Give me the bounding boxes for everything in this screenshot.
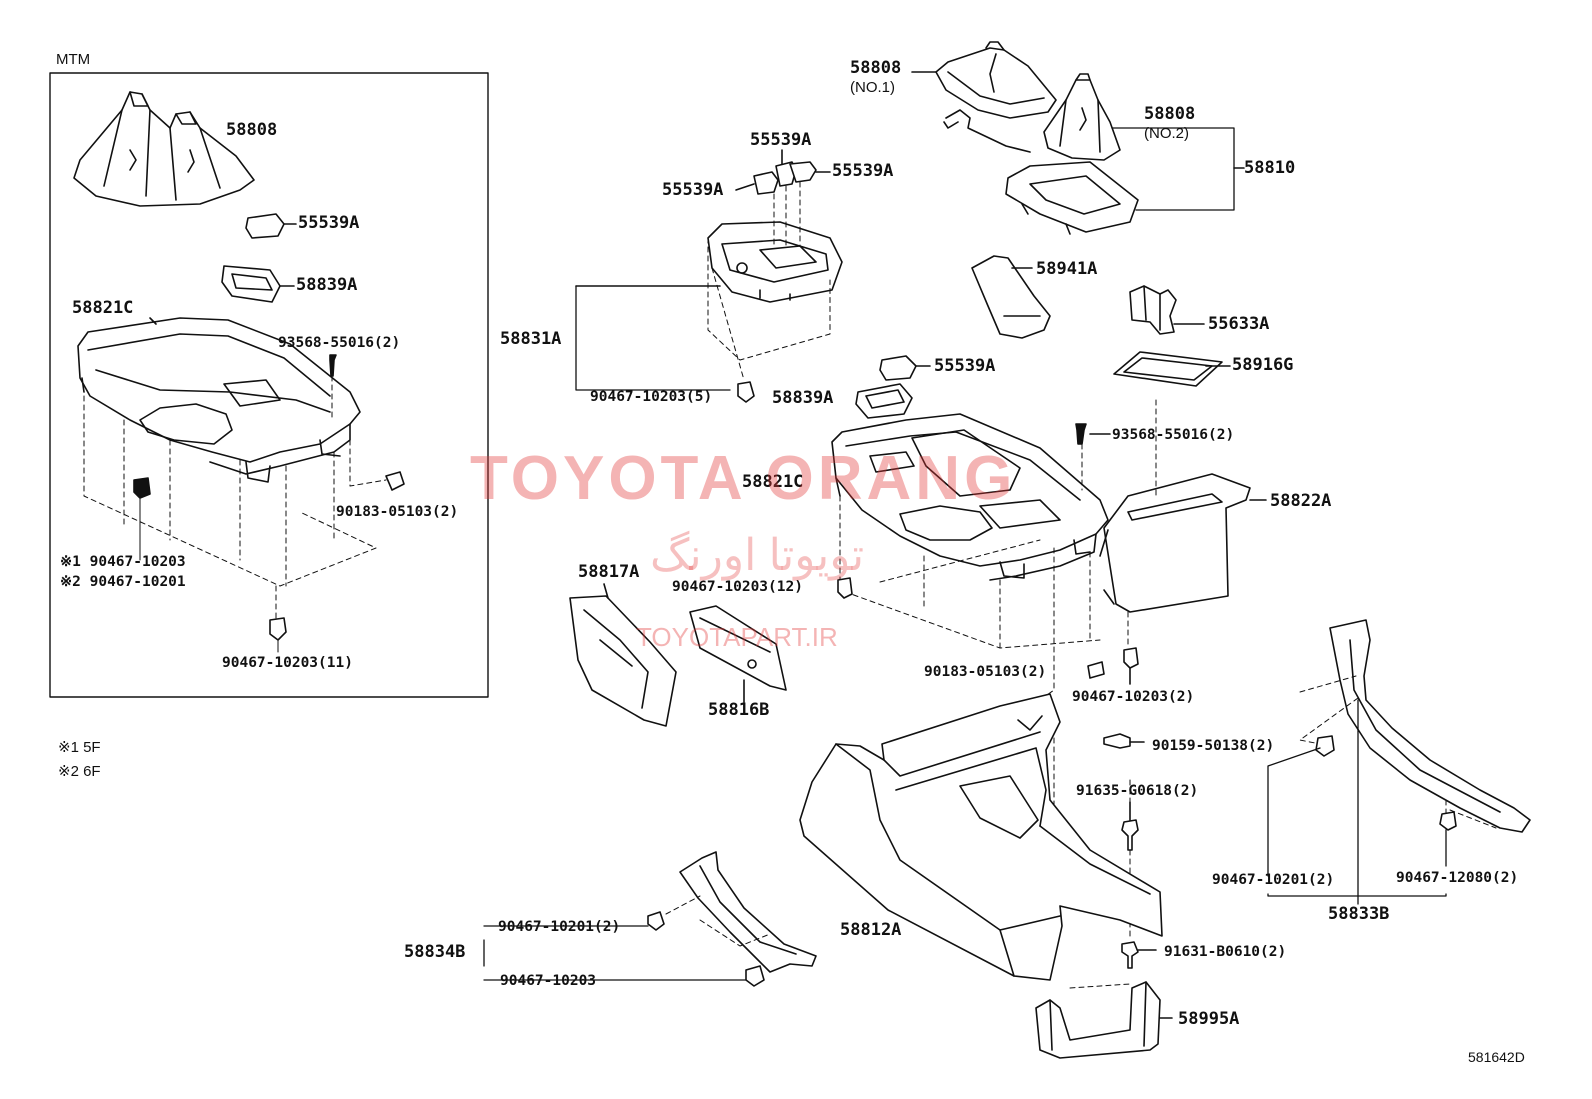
label-58839a-inset: 58839A	[296, 275, 358, 295]
bracket-58995a	[1035, 981, 1161, 1059]
trim-58834b	[679, 851, 817, 973]
switch-panel-58831a	[707, 221, 843, 303]
inset-screw-93568	[329, 354, 337, 377]
note-6f: ※2 6F	[58, 763, 101, 780]
panel-58817a	[569, 595, 677, 727]
box-58822a	[1099, 473, 1251, 613]
label-58941a: 58941A	[1036, 259, 1098, 279]
holder-55633a	[1129, 285, 1177, 335]
label-90183-inset: 90183-05103(2)	[336, 504, 459, 520]
mat-58916g	[1113, 351, 1223, 387]
label-58808-no2-suffix: (NO.2)	[1144, 125, 1189, 142]
label-55539a-right: 55539A	[832, 161, 894, 181]
inset-clip-90467	[133, 477, 151, 499]
label-90467-2: 90467-10203(2)	[1072, 689, 1195, 705]
bolt-91635	[1121, 819, 1139, 851]
inset-nut-90183	[385, 471, 405, 491]
trim-58833b	[1329, 619, 1531, 833]
watermark-site: TOYOTAPART.IR	[636, 622, 838, 652]
label-93568-main: 93568-55016(2)	[1112, 427, 1235, 443]
label-58816b: 58816B	[708, 700, 770, 720]
label-90183-main: 90183-05103(2)	[924, 664, 1047, 680]
label-90159: 90159-50138(2)	[1152, 738, 1275, 754]
label-58821c-main: 58821C	[742, 472, 804, 492]
inset-shift-boot	[73, 91, 255, 207]
screw-93568-main	[1075, 423, 1087, 445]
label-58839a: 58839A	[772, 388, 834, 408]
label-58916g: 58916G	[1232, 355, 1294, 375]
console-upper-58821c	[831, 413, 1109, 581]
label-58995a: 58995A	[1178, 1009, 1240, 1029]
label-90467-5: 90467-10203(5)	[590, 389, 713, 405]
label-55539a-top: 55539A	[750, 130, 812, 150]
label-note2-clip: ※2 90467-10201	[60, 574, 186, 590]
shift-harness	[943, 109, 1031, 153]
inset-console-58821c	[77, 317, 361, 483]
label-90467-10201-left: 90467-10201(2)	[498, 919, 621, 935]
label-58808-no2: 58808	[1144, 104, 1196, 124]
inset-cap-55539a	[245, 213, 285, 239]
bolt-90159	[1103, 733, 1131, 749]
inset-title: MTM	[56, 51, 91, 68]
inset-clip-90467-11	[269, 617, 287, 641]
bezel-58839a	[855, 383, 913, 419]
label-58822a: 58822A	[1270, 491, 1332, 511]
shift-boot-no1	[935, 41, 1057, 119]
shift-plate-58810	[1005, 161, 1139, 235]
trim-58834b-dashed	[665, 895, 771, 947]
label-90467-12: 90467-10203(12)	[672, 579, 803, 595]
watermark-brand: TOYOTA ORANG	[470, 444, 1017, 513]
label-note1-clip: ※1 90467-10203	[60, 554, 186, 570]
label-58808-no1: 58808	[850, 58, 902, 78]
label-55633a: 55633A	[1208, 314, 1270, 334]
label-58808-inset: 58808	[226, 120, 278, 140]
label-58834b: 58834B	[404, 942, 466, 962]
note-5f: ※1 5F	[58, 739, 101, 756]
label-58817a: 58817A	[578, 562, 640, 582]
label-55539a-left: 55539A	[662, 180, 724, 200]
clip-90467-2	[1123, 647, 1139, 669]
label-55539a-mid: 55539A	[934, 356, 996, 376]
watermark-farsi: تویوتا اورنگ	[650, 531, 865, 580]
bolt-91631	[1121, 941, 1139, 969]
label-58833b: 58833B	[1328, 904, 1390, 924]
clip-90467-10203-b	[745, 965, 765, 987]
shift-knob-58941a	[971, 255, 1051, 339]
clip-90467-5	[737, 381, 755, 403]
label-90467-10203-b: 90467-10203	[500, 973, 597, 989]
label-58821c-inset: 58821C	[72, 298, 134, 318]
label-55539a-inset: 55539A	[298, 213, 360, 233]
label-90467-12080: 90467-12080(2)	[1396, 870, 1519, 886]
label-58831a: 58831A	[500, 329, 562, 349]
label-58810: 58810	[1244, 158, 1296, 178]
clip-90467-12080	[1439, 811, 1457, 831]
inset-bezel-58839a	[221, 265, 281, 303]
clip-90467-10201-right	[1315, 735, 1335, 757]
panel-58816b	[689, 605, 787, 691]
label-58808-no1-suffix: (NO.1)	[850, 79, 895, 96]
cap-55539a-mid	[879, 355, 917, 381]
label-91631: 91631-B0610(2)	[1164, 944, 1287, 960]
nut-90183-main	[1087, 661, 1105, 679]
clip-90467-12	[837, 577, 853, 599]
label-93568-inset: 93568-55016(2)	[278, 335, 401, 351]
clip-90467-10201-left	[647, 911, 665, 931]
label-91635: 91635-G0618(2)	[1076, 783, 1199, 799]
console-lower-58812a	[799, 693, 1163, 981]
label-90467-11-inset: 90467-10203(11)	[222, 655, 353, 671]
diagram-id: 581642D	[1468, 1049, 1525, 1065]
mtm-inset-frame	[49, 72, 489, 698]
label-90467-10201-right: 90467-10201(2)	[1212, 872, 1335, 888]
switch-caps-55539a	[753, 161, 817, 195]
label-58812a: 58812A	[840, 920, 902, 940]
shift-boot-no2	[1043, 73, 1121, 161]
